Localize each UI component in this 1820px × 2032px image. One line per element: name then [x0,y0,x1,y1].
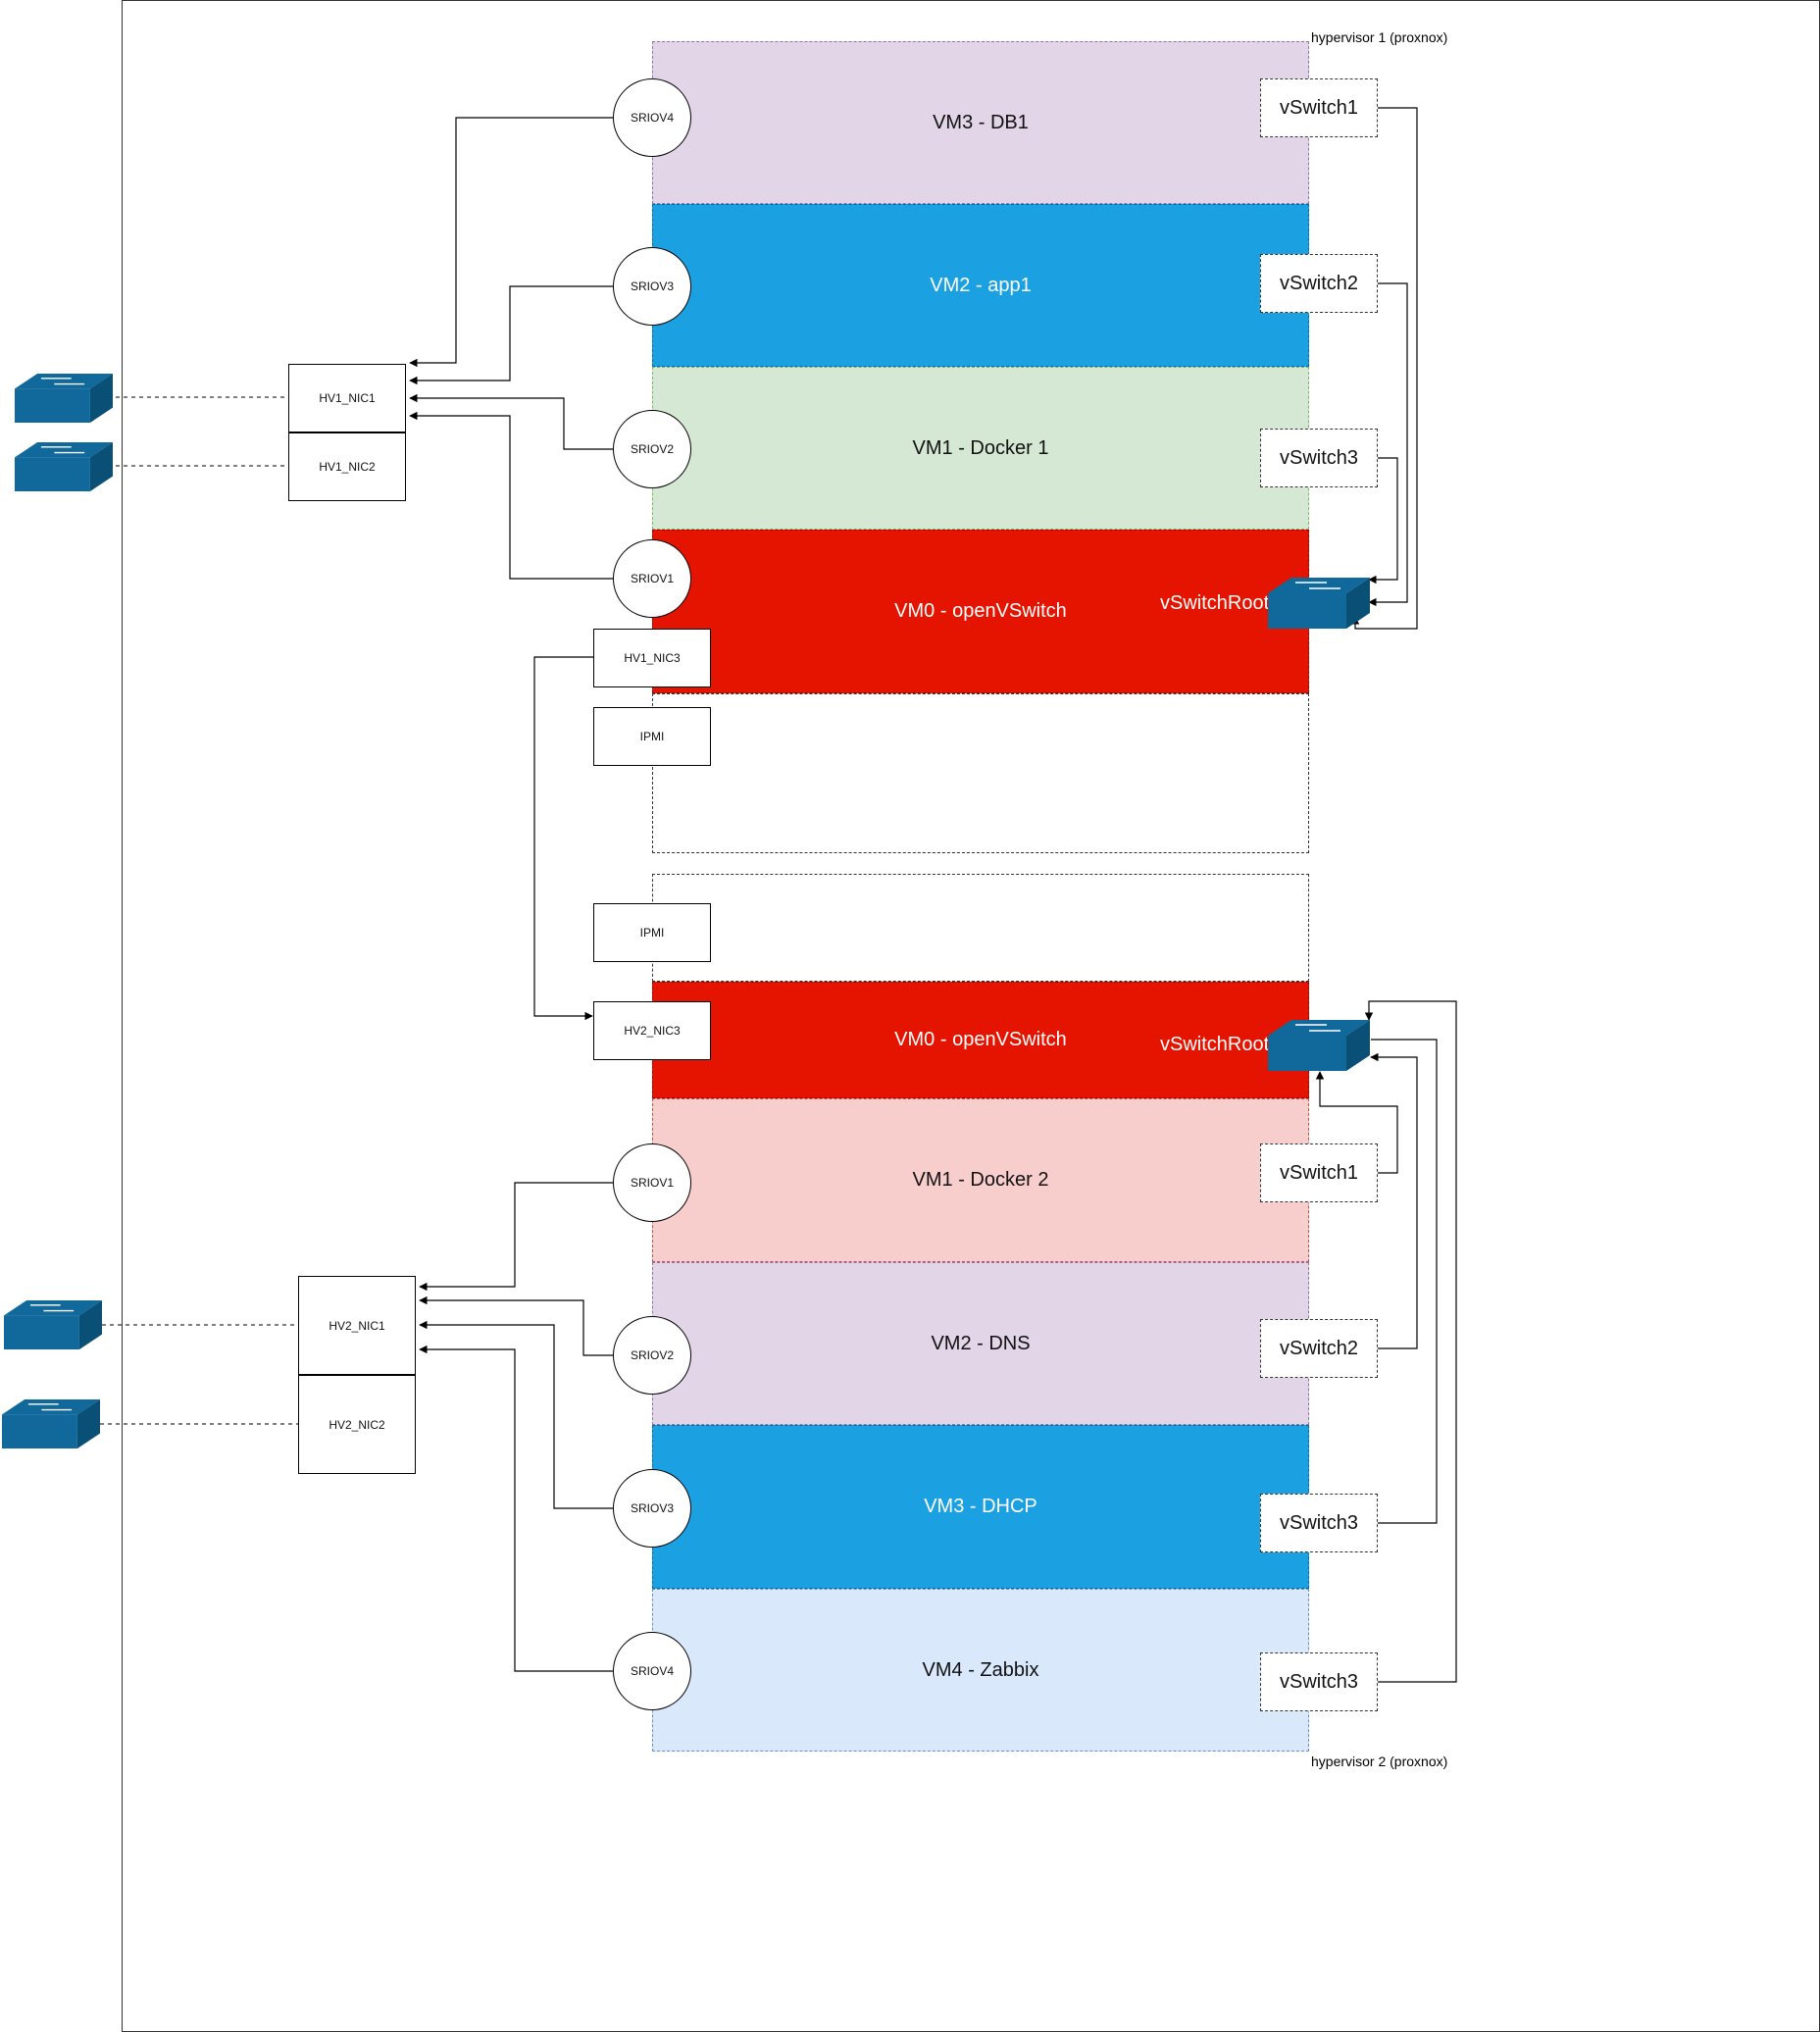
link-hv2-sriov3-nic1 [419,1320,613,1509]
hv1-ipmi[interactable]: IPMI [593,707,711,766]
hv1-sriov4[interactable]: SRIOV4 [613,78,691,157]
link-hv1-sriov3-nic1 [409,285,613,385]
vm-docker2-label: VM1 - Docker 2 [912,1169,1049,1191]
hv2-uplink-switch-1-icon[interactable] [4,1300,102,1349]
hv2-empty-area [652,874,1309,982]
hv1-vswitch2[interactable]: vSwitch2 [1260,254,1378,313]
hv1-sriov1[interactable]: SRIOV1 [613,539,691,618]
vm-app1[interactable]: VM2 - app1 [652,204,1309,367]
hv2-uplink-switch-2-icon[interactable] [2,1399,100,1448]
link-hv1-sriov1-nic1 [409,411,613,580]
vm-dns[interactable]: VM2 - DNS [652,1262,1309,1425]
vm-openvswitch-hv2-label: VM0 - openVSwitch [894,1029,1067,1050]
hv2-ipmi[interactable]: IPMI [593,903,711,962]
hv2-nic2[interactable]: HV2_NIC2 [298,1375,416,1474]
link-hv2-vswitch1-root [1315,1071,1398,1174]
vm-dns-label: VM2 - DNS [931,1332,1031,1354]
vm-app1-label: VM2 - app1 [930,274,1032,296]
link-hv2-sriov1-nic1 [419,1182,613,1292]
hv2-vswitch3-zabbix[interactable]: vSwitch3 [1260,1652,1378,1711]
link-hv1-sriov2-nic1 [409,393,613,450]
link-hv2-sriov4-nic1 [419,1345,613,1672]
hv1-vswitch3[interactable]: vSwitch3 [1260,429,1378,487]
vm-zabbix-label: VM4 - Zabbix [922,1658,1039,1681]
hv2-vswitchroot-switch-icon[interactable] [1268,1020,1370,1071]
link-hv1-vswitch1-root [1350,107,1418,630]
vm-docker2[interactable]: VM1 - Docker 2 [652,1098,1309,1262]
hv1-nic2[interactable]: HV1_NIC2 [288,432,406,501]
hypervisor2-label: hypervisor 2 (proxnox) [1311,1753,1448,1769]
link-hv2-vswitch3-root [1371,1039,1438,1524]
hv1-sriov3[interactable]: SRIOV3 [613,247,691,326]
hv1-sriov2[interactable]: SRIOV2 [613,410,691,488]
hv1-vswitchroot-switch-icon[interactable] [1268,578,1370,629]
hv2-vswitch1[interactable]: vSwitch1 [1260,1143,1378,1202]
link-nic3-hv1-hv2 [533,656,593,1021]
hv2-vswitchroot-label: vSwitchRoot [1160,1034,1270,1055]
hv1-nic1[interactable]: HV1_NIC1 [288,364,406,432]
vm-docker1-label: VM1 - Docker 1 [912,436,1049,459]
hypervisor1-label: hypervisor 1 (proxnox) [1311,29,1448,45]
link-hv2-sriov2-nic1 [419,1295,613,1356]
hv1-uplink-switch-1-icon[interactable] [15,374,113,423]
link-hv2-vswitch2-root [1370,1052,1418,1349]
hv2-vswitch2[interactable]: vSwitch2 [1260,1319,1378,1378]
hv1-vswitch1[interactable]: vSwitch1 [1260,78,1378,137]
vm-openvswitch-hv1-label: VM0 - openVSwitch [894,600,1067,622]
hv2-sriov3[interactable]: SRIOV3 [613,1469,691,1548]
link-hv1-sriov4-nic1 [409,117,613,368]
hv2-nic1[interactable]: HV2_NIC1 [298,1276,416,1375]
hv1-vswitchroot-label: vSwitchRoot [1160,592,1270,614]
vm-docker1[interactable]: VM1 - Docker 1 [652,367,1309,530]
hv2-nic3[interactable]: HV2_NIC3 [593,1001,711,1060]
link-hv1-vswitch3-root [1368,457,1398,584]
vm-dhcp-label: VM3 - DHCP [924,1496,1037,1517]
vm-db1[interactable]: VM3 - DB1 [652,41,1309,204]
link-hv2-vswitch3b-root [1364,1000,1457,1683]
hv1-empty-area [652,693,1309,853]
vm-db1-label: VM3 - DB1 [933,111,1029,133]
hv1-uplink-switch-2-icon[interactable] [15,442,113,491]
hv2-sriov4[interactable]: SRIOV4 [613,1632,691,1710]
hv2-sriov2[interactable]: SRIOV2 [613,1316,691,1395]
hv2-vswitch3[interactable]: vSwitch3 [1260,1494,1378,1552]
vm-dhcp[interactable]: VM3 - DHCP [652,1425,1309,1589]
vm-zabbix[interactable]: VM4 - Zabbix [652,1589,1309,1752]
hv2-sriov1[interactable]: SRIOV1 [613,1143,691,1222]
hv1-nic3[interactable]: HV1_NIC3 [593,629,711,687]
link-hv1-vswitch2-root [1368,282,1408,607]
